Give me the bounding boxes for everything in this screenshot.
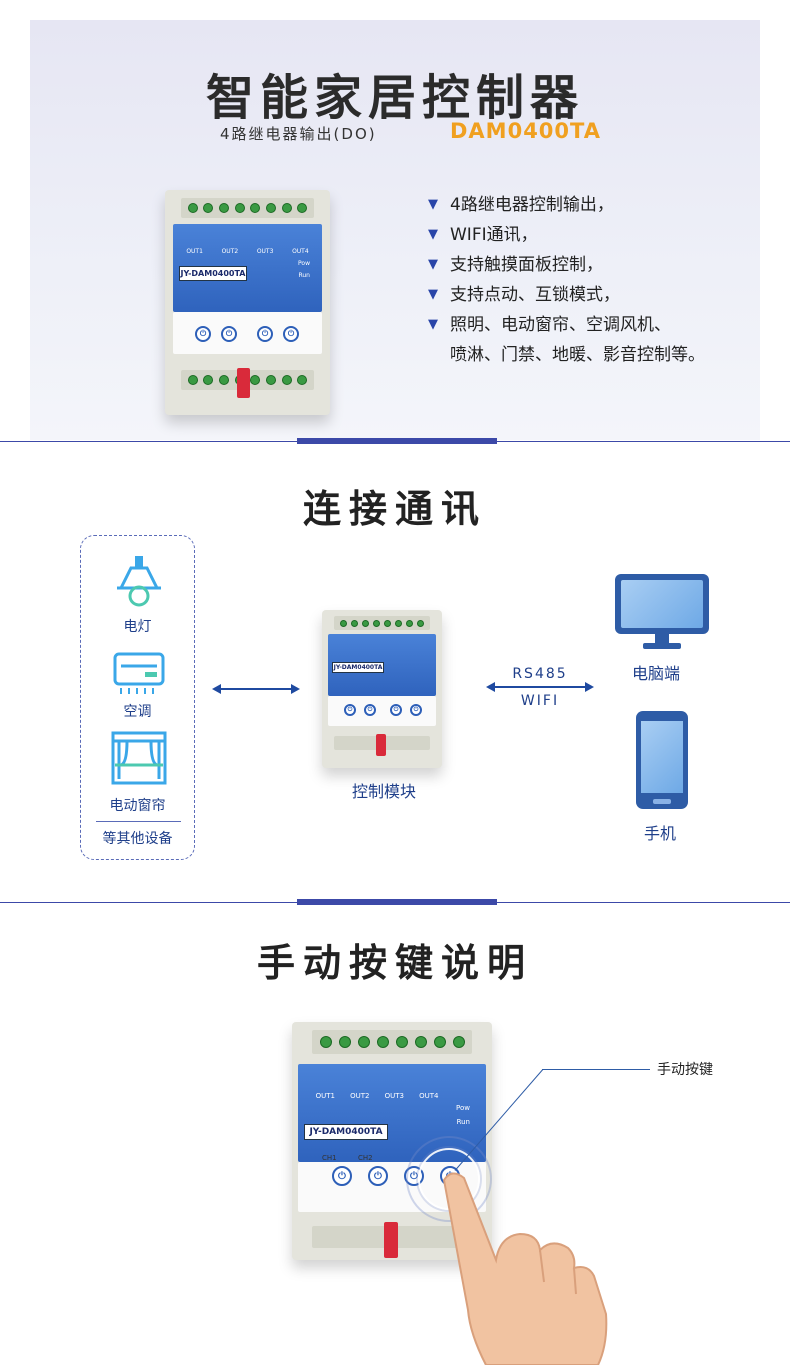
- callout-label: 手动按键: [657, 1062, 713, 1078]
- channel-button-1[interactable]: ⏻: [195, 326, 211, 342]
- hero-model: DAM0400TA: [450, 119, 601, 143]
- comm-title: 连接通讯: [302, 487, 487, 531]
- finger-pointer-icon: [442, 1172, 608, 1365]
- feature-item-continued: 喷淋、门禁、地暖、影音控制等。: [450, 345, 705, 365]
- control-module-image: JY-DAM0400TA ⏻ ⏻ ⏻ ⏻: [322, 610, 442, 768]
- hero-title: 智能家居控制器: [205, 70, 584, 126]
- left-link-arrow: [212, 684, 300, 694]
- module-model-label: JY-DAM0400TA: [332, 662, 384, 673]
- curtain-icon: [111, 731, 167, 785]
- feature-item: ▼4路继电器控制输出，: [428, 190, 705, 220]
- feature-item: ▼照明、电动窗帘、空调风机、: [428, 310, 705, 340]
- section-divider-accent: [297, 438, 497, 444]
- device-model-label: JY-DAM0400TA: [179, 266, 247, 281]
- manual-title: 手动按键说明: [256, 941, 533, 985]
- device-list-divider: [96, 821, 181, 822]
- protocol-wifi: WIFI: [520, 693, 560, 709]
- feature-item: ▼支持触摸面板控制，: [428, 250, 705, 280]
- antenna: [237, 368, 250, 398]
- module-button: ⏻: [364, 704, 376, 716]
- monitor-icon: [615, 574, 709, 634]
- channel-button-4[interactable]: ⏻: [283, 326, 299, 342]
- lamp-icon: [117, 556, 161, 607]
- feature-list: ▼4路继电器控制输出， ▼WIFI通讯， ▼支持触摸面板控制， ▼支持点动、互锁…: [428, 190, 705, 370]
- device-ac-label: 空调: [123, 704, 152, 720]
- phone-icon: [636, 711, 688, 809]
- manual-button-ch1[interactable]: ⏻: [332, 1166, 352, 1186]
- touch-ring: [406, 1136, 492, 1222]
- control-module-label: 控制模块: [352, 782, 417, 801]
- callout-line: [542, 1069, 650, 1070]
- chevron-down-icon: ▼: [428, 227, 438, 242]
- module-button: ⏻: [390, 704, 402, 716]
- chevron-down-icon: ▼: [428, 287, 438, 302]
- feature-item: ▼WIFI通讯，: [428, 220, 705, 250]
- air-conditioner-icon: [113, 652, 165, 694]
- device-group-box: 电灯 空调 电动窗帘 等其他设备: [80, 535, 195, 860]
- module-button: ⏻: [410, 704, 422, 716]
- section-divider-accent: [297, 899, 497, 905]
- channel-button-3[interactable]: ⏻: [257, 326, 273, 342]
- manual-button-ch2[interactable]: ⏻: [368, 1166, 388, 1186]
- chevron-down-icon: ▼: [428, 257, 438, 272]
- hero-subtitle: 4路继电器输出(DO): [220, 125, 377, 143]
- terminal-top: [181, 198, 314, 218]
- chevron-down-icon: ▼: [428, 197, 438, 212]
- manual-model-label: JY-DAM0400TA: [304, 1124, 388, 1140]
- pc-label: 电脑端: [632, 664, 681, 683]
- chevron-down-icon: ▼: [428, 317, 438, 332]
- antenna: [376, 734, 386, 756]
- module-button: ⏻: [344, 704, 356, 716]
- phone-label: 手机: [644, 824, 677, 843]
- right-link-arrow: [486, 682, 594, 692]
- feature-item: ▼支持点动、互锁模式，: [428, 280, 705, 310]
- device-curtain-label: 电动窗帘: [109, 798, 166, 814]
- antenna: [384, 1222, 398, 1258]
- channel-button-2[interactable]: ⏻: [221, 326, 237, 342]
- device-others-label: 等其他设备: [102, 831, 173, 847]
- device-lamp-label: 电灯: [123, 619, 152, 635]
- protocol-rs485: RS485: [512, 666, 568, 682]
